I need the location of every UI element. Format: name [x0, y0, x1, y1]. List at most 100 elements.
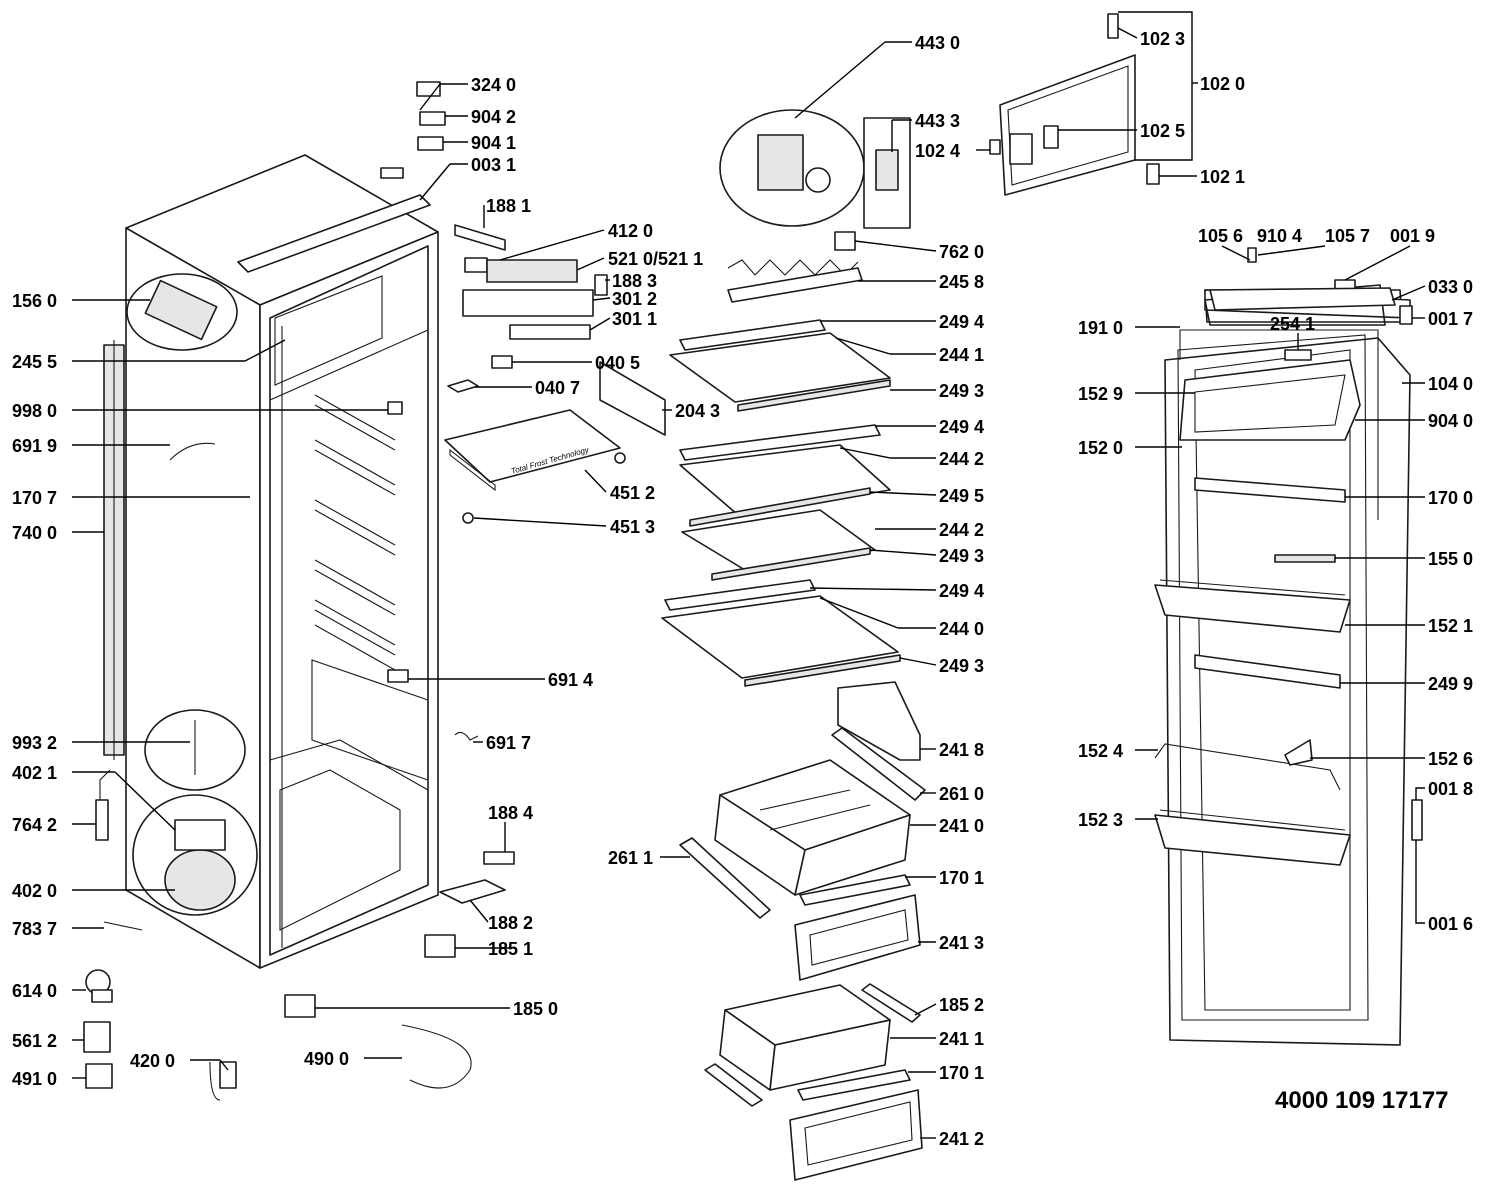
- label-490-0: 490 0: [304, 1049, 349, 1069]
- label-102-5: 102 5: [1140, 121, 1185, 141]
- label-001-7: 001 7: [1428, 309, 1473, 329]
- label-904-0: 904 0: [1428, 411, 1473, 431]
- label-249-3a: 249 3: [939, 381, 984, 401]
- label-764-2: 764 2: [12, 815, 57, 835]
- label-102-1: 102 1: [1200, 167, 1245, 187]
- label-204-3: 204 3: [675, 401, 720, 421]
- label-170-0: 170 0: [1428, 488, 1473, 508]
- label-001-9: 001 9: [1390, 226, 1435, 246]
- label-241-1: 241 1: [939, 1029, 984, 1049]
- label-152-9: 152 9: [1078, 384, 1123, 404]
- label-033-0: 033 0: [1428, 277, 1473, 297]
- label-443-3: 443 3: [915, 111, 960, 131]
- fridge-door: [1154, 247, 1423, 1046]
- label-402-0: 402 0: [12, 881, 57, 901]
- label-152-3: 152 3: [1078, 810, 1123, 830]
- label-249-4b: 249 4: [939, 417, 984, 437]
- label-249-3b: 249 3: [939, 546, 984, 566]
- label-249-4a: 249 4: [939, 312, 984, 332]
- bottom-left-parts: [83, 731, 515, 1101]
- label-188-2: 188 2: [488, 913, 533, 933]
- freezer-door: [989, 13, 1160, 196]
- label-241-8: 241 8: [939, 740, 984, 760]
- label-040-7: 040 7: [535, 378, 580, 398]
- label-301-1: 301 1: [612, 309, 657, 329]
- label-249-3c: 249 3: [939, 656, 984, 676]
- label-245-5: 245 5: [12, 352, 57, 372]
- shelf-rails: [314, 394, 396, 671]
- label-910-4: 910 4: [1257, 226, 1302, 246]
- label-762-0: 762 0: [939, 242, 984, 262]
- label-241-0: 241 0: [939, 816, 984, 836]
- label-249-5: 249 5: [939, 486, 984, 506]
- label-324-0: 324 0: [471, 75, 516, 95]
- label-245-8: 245 8: [939, 272, 984, 292]
- label-105-6: 105 6: [1198, 226, 1243, 246]
- label-249-9: 249 9: [1428, 674, 1473, 694]
- label-188-3: 188 3: [612, 271, 657, 291]
- label-185-1: 185 1: [488, 939, 533, 959]
- part-labels: 324 0 904 2 904 1 003 1 188 1 412 0 521 …: [12, 29, 1473, 1149]
- label-185-0: 185 0: [513, 999, 558, 1019]
- label-001-8: 001 8: [1428, 779, 1473, 799]
- label-105-7: 105 7: [1325, 226, 1370, 246]
- label-102-3: 102 3: [1140, 29, 1185, 49]
- label-904-2: 904 2: [471, 107, 516, 127]
- label-188-1: 188 1: [486, 196, 531, 216]
- label-170-1a: 170 1: [939, 868, 984, 888]
- label-561-2: 561 2: [12, 1031, 57, 1051]
- label-993-2: 993 2: [12, 733, 57, 753]
- label-102-4: 102 4: [915, 141, 960, 161]
- label-001-6: 001 6: [1428, 914, 1473, 934]
- label-904-1: 904 1: [471, 133, 516, 153]
- label-998-0: 998 0: [12, 401, 57, 421]
- label-244-1: 244 1: [939, 345, 984, 365]
- label-191-0: 191 0: [1078, 318, 1123, 338]
- label-152-0: 152 0: [1078, 438, 1123, 458]
- label-451-3: 451 3: [610, 517, 655, 537]
- label-402-1: 402 1: [12, 763, 57, 783]
- label-244-2b: 244 2: [939, 520, 984, 540]
- label-156-0: 156 0: [12, 291, 57, 311]
- label-185-2: 185 2: [939, 995, 984, 1015]
- leader-lines: [72, 11, 1426, 1139]
- drawers: [679, 681, 926, 1181]
- label-003-1: 003 1: [471, 155, 516, 175]
- label-491-0: 491 0: [12, 1069, 57, 1089]
- label-254-1: 254 1: [1270, 314, 1315, 334]
- label-152-4: 152 4: [1078, 741, 1123, 761]
- label-691-9: 691 9: [12, 436, 57, 456]
- label-783-7: 783 7: [12, 919, 57, 939]
- label-104-0: 104 0: [1428, 374, 1473, 394]
- label-691-7: 691 7: [486, 733, 531, 753]
- label-249-4c: 249 4: [939, 581, 984, 601]
- label-420-0: 420 0: [130, 1051, 175, 1071]
- label-614-0: 614 0: [12, 981, 57, 1001]
- label-170-7: 170 7: [12, 488, 57, 508]
- label-261-0: 261 0: [939, 784, 984, 804]
- label-261-1: 261 1: [608, 848, 653, 868]
- label-152-1: 152 1: [1428, 616, 1473, 636]
- cabinet: [103, 154, 439, 969]
- control-unit-bubble: [719, 109, 911, 303]
- label-740-0: 740 0: [12, 523, 57, 543]
- label-412-0: 412 0: [608, 221, 653, 241]
- label-443-0: 443 0: [915, 33, 960, 53]
- label-155-0: 155 0: [1428, 549, 1473, 569]
- glass-shelves: [661, 319, 901, 687]
- label-244-0: 244 0: [939, 619, 984, 639]
- label-301-2: 301 2: [612, 289, 657, 309]
- label-188-4: 188 4: [488, 803, 533, 823]
- label-241-3: 241 3: [939, 933, 984, 953]
- label-451-2: 451 2: [610, 483, 655, 503]
- document-number: 4000 109 17177: [1275, 1087, 1449, 1114]
- label-170-1b: 170 1: [939, 1063, 984, 1083]
- label-691-4: 691 4: [548, 670, 593, 690]
- label-102-0: 102 0: [1200, 74, 1245, 94]
- label-152-6: 152 6: [1428, 749, 1473, 769]
- label-244-2a: 244 2: [939, 449, 984, 469]
- label-241-2: 241 2: [939, 1129, 984, 1149]
- label-040-5: 040 5: [595, 353, 640, 373]
